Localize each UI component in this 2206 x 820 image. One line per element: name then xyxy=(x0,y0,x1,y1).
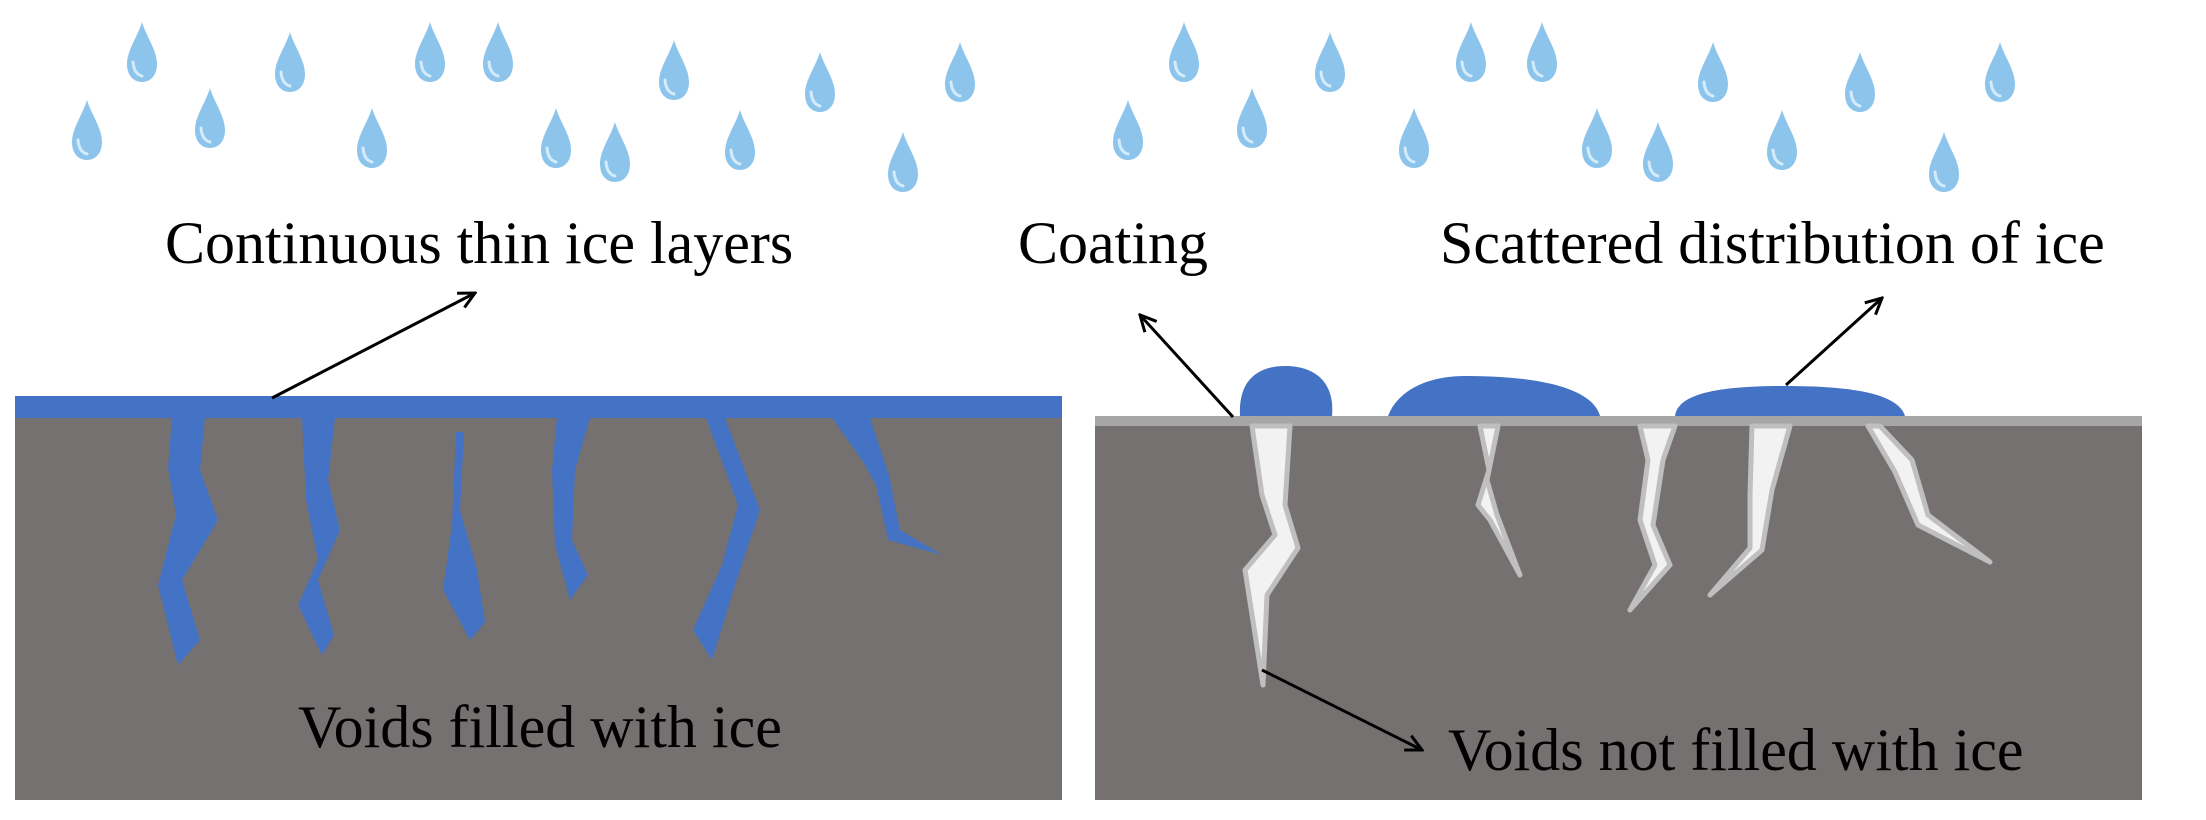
raindrop-icon xyxy=(1399,108,1429,168)
raindrop-highlight xyxy=(1702,80,1715,98)
ice-filled-void xyxy=(693,418,760,660)
raindrop-icon xyxy=(805,52,835,112)
label-voids-filled: Voids filled with ice xyxy=(298,694,782,760)
raindrop-highlight xyxy=(1647,160,1660,178)
voids-not-filled-arrow xyxy=(1261,668,1422,750)
raindrop-highlight xyxy=(419,60,432,78)
raindrop-highlight xyxy=(76,138,89,156)
left-panel xyxy=(15,396,1062,800)
raindrop-highlight xyxy=(949,80,962,98)
raindrop-icon xyxy=(1985,42,2015,102)
raindrop-highlight xyxy=(809,90,822,108)
raindrop-highlight xyxy=(1241,126,1254,144)
raindrop-highlight xyxy=(1933,170,1946,188)
raindrop-icon xyxy=(1929,132,1959,192)
empty-void xyxy=(1475,423,1523,578)
ice-filled-void xyxy=(298,418,340,655)
ice-filled-void xyxy=(832,418,942,555)
ice-filled-voids xyxy=(158,418,942,665)
raindrop-icon xyxy=(1113,100,1143,160)
empty-void xyxy=(1627,423,1678,613)
raindrop-icon xyxy=(72,100,102,160)
raindrop-highlight xyxy=(1849,90,1862,108)
raindrop-highlight xyxy=(1586,146,1599,164)
ice-drop xyxy=(1675,386,1905,416)
continuous-ice-layer xyxy=(15,396,1062,418)
ice-filled-void xyxy=(552,418,590,600)
raindrop-icon xyxy=(541,108,571,168)
raindrop-highlight xyxy=(131,60,144,78)
label-continuous-ice: Continuous thin ice layers xyxy=(165,210,793,276)
scattered-ice xyxy=(1239,366,1905,416)
raindrop-highlight xyxy=(729,148,742,166)
ice-drop xyxy=(1239,366,1333,416)
raindrop-icon xyxy=(1582,108,1612,168)
raindrop-icon xyxy=(1643,122,1673,182)
raindrop-icon xyxy=(945,42,975,102)
raindrop-highlight xyxy=(1989,80,2002,98)
raindrop-icon xyxy=(1237,88,1267,148)
rain-drops xyxy=(72,22,2015,192)
label-coating: Coating xyxy=(1018,210,1208,276)
coating-arrow xyxy=(1140,315,1235,419)
ice-drop xyxy=(1388,376,1600,416)
raindrop-icon xyxy=(1845,52,1875,112)
raindrop-highlight xyxy=(1319,70,1332,88)
raindrop-highlight xyxy=(487,60,500,78)
ice-filled-void xyxy=(443,432,485,640)
raindrop-highlight xyxy=(604,160,617,178)
raindrop-icon xyxy=(275,32,305,92)
raindrop-highlight xyxy=(892,170,905,188)
raindrop-icon xyxy=(195,88,225,148)
raindrop-icon xyxy=(1767,110,1797,170)
raindrop-highlight xyxy=(1460,60,1473,78)
raindrop-icon xyxy=(357,108,387,168)
raindrop-icon xyxy=(1527,22,1557,82)
raindrop-icon xyxy=(888,132,918,192)
continuous-ice-arrow xyxy=(271,293,475,400)
raindrop-highlight xyxy=(1771,148,1784,166)
raindrop-icon xyxy=(1315,32,1345,92)
raindrop-icon xyxy=(659,40,689,100)
raindrop-icon xyxy=(1698,42,1728,102)
raindrop-highlight xyxy=(1117,138,1130,156)
raindrop-highlight xyxy=(663,78,676,96)
empty-voids xyxy=(1242,423,1993,688)
empty-void xyxy=(1707,423,1793,598)
raindrop-highlight xyxy=(1531,60,1544,78)
coating-layer xyxy=(1095,416,2142,426)
raindrop-icon xyxy=(127,22,157,82)
raindrop-highlight xyxy=(1403,146,1416,164)
raindrop-highlight xyxy=(1173,60,1186,78)
raindrop-highlight xyxy=(545,146,558,164)
raindrop-icon xyxy=(483,22,513,82)
raindrop-icon xyxy=(415,22,445,82)
raindrop-icon xyxy=(1169,22,1199,82)
raindrop-icon xyxy=(600,122,630,182)
ice-filled-void xyxy=(158,418,218,665)
callout-arrows xyxy=(271,293,1882,750)
raindrop-icon xyxy=(725,110,755,170)
label-scattered-ice: Scattered distribution of ice xyxy=(1440,210,2105,276)
label-voids-not-filled: Voids not filled with ice xyxy=(1448,717,2024,783)
right-panel xyxy=(1095,366,2142,800)
raindrop-icon xyxy=(1456,22,1486,82)
scattered-ice-arrow xyxy=(1784,298,1882,387)
empty-void xyxy=(1865,423,1993,565)
raindrop-highlight xyxy=(279,70,292,88)
raindrop-highlight xyxy=(361,146,374,164)
raindrop-highlight xyxy=(199,126,212,144)
empty-void xyxy=(1242,423,1301,688)
